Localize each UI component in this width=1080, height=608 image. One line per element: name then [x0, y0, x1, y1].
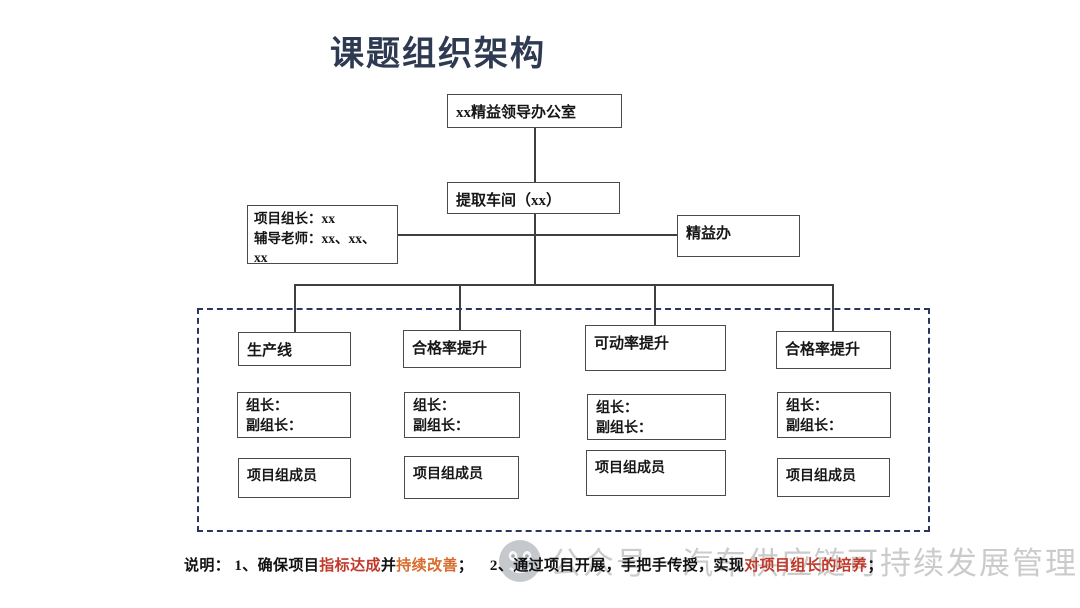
- org-box-label: xx精益领导办公室: [456, 105, 577, 121]
- team4-header-box: 合格率提升: [776, 331, 891, 369]
- team3-roles-box: 组长： 副组长：: [587, 394, 726, 440]
- wechat-official-account-icon: [499, 539, 541, 582]
- team-role-deputy: 副组长：: [786, 419, 842, 435]
- team-role-deputy: 副组长：: [596, 421, 652, 437]
- connector-line: [534, 128, 536, 182]
- team4-roles-box: 组长： 副组长：: [777, 392, 891, 438]
- team-members-label: 项目组成员: [413, 467, 483, 482]
- team2-members-box: 项目组成员: [404, 456, 519, 499]
- connector-line: [654, 284, 656, 325]
- note-item1-highlight-red: 指标达成: [319, 558, 381, 574]
- org-box-label: 提取车间（xx）: [456, 193, 562, 209]
- team-members-label: 项目组成员: [595, 461, 665, 476]
- connector-line: [832, 284, 834, 331]
- connector-line: [459, 284, 461, 330]
- connector-line: [534, 214, 536, 286]
- team-header-label: 合格率提升: [412, 341, 488, 357]
- team1-members-box: 项目组成员: [238, 458, 351, 498]
- org-box-lean-leadership-office: xx精益领导办公室: [447, 94, 622, 128]
- note-item1-mid: 并: [380, 558, 397, 574]
- note-item1-pre: 1、确保项目: [234, 558, 320, 574]
- team-role-leader: 组长：: [786, 399, 828, 414]
- org-box-lean-office: 精益办: [677, 215, 800, 257]
- team4-members-box: 项目组成员: [777, 458, 890, 497]
- team1-roles-box: 组长： 副组长：: [237, 392, 351, 438]
- team1-header-box: 生产线: [238, 332, 351, 366]
- org-box-label: 精益办: [686, 226, 732, 242]
- team-members-label: 项目组成员: [247, 469, 317, 484]
- team2-header-box: 合格率提升: [403, 330, 521, 368]
- org-box-project-leader: 项目组长：xx 辅导老师：xx、xx、 xx: [247, 205, 398, 265]
- note-item2-pre: 2、通过项目开展，手把手传授，实现: [489, 558, 745, 574]
- team-header-label: 可动率提升: [594, 336, 670, 352]
- team-role-leader: 组长：: [413, 399, 455, 414]
- team-role-leader: 组长：: [246, 399, 288, 414]
- teams-dashed-container: [197, 308, 930, 532]
- connector-line: [398, 234, 677, 236]
- connector-line: [294, 284, 833, 286]
- note-label: 说明：: [184, 558, 231, 574]
- leader-line-2: 辅导老师：xx、xx、: [254, 230, 376, 246]
- team-role-leader: 组长：: [596, 401, 638, 416]
- team-role-deputy: 副组长：: [246, 419, 302, 435]
- watermark: 公众号－汽车供应链可持续发展管理: [498, 538, 1078, 583]
- team-header-label: 生产线: [247, 343, 293, 359]
- team3-members-box: 项目组成员: [586, 450, 726, 496]
- note-item1-end: ；: [457, 558, 474, 574]
- org-box-workshop: 提取车间（xx）: [447, 182, 620, 214]
- watermark-text: 公众号－汽车供应链可持续发展管理: [550, 546, 1078, 581]
- team2-roles-box: 组长： 副组长：: [404, 392, 520, 438]
- team-members-label: 项目组成员: [786, 469, 856, 484]
- team-header-label: 合格率提升: [785, 342, 861, 358]
- leader-line-3: xx: [254, 250, 268, 266]
- note-item2-end: ；: [867, 558, 883, 574]
- note-item1-highlight-orange: 持续改善: [396, 558, 458, 574]
- team-role-deputy: 副组长：: [413, 419, 469, 435]
- page-title: 课题组织架构: [330, 35, 546, 73]
- team3-header-box: 可动率提升: [585, 325, 726, 371]
- leader-line-1: 项目组长：xx: [254, 211, 335, 226]
- note-item2-highlight: 对项目组长的培养: [744, 558, 868, 574]
- note-text: 说明： 1、确保项目指标达成并持续改善； 2、通过项目开展，手把手传授，实现对项…: [184, 554, 1064, 575]
